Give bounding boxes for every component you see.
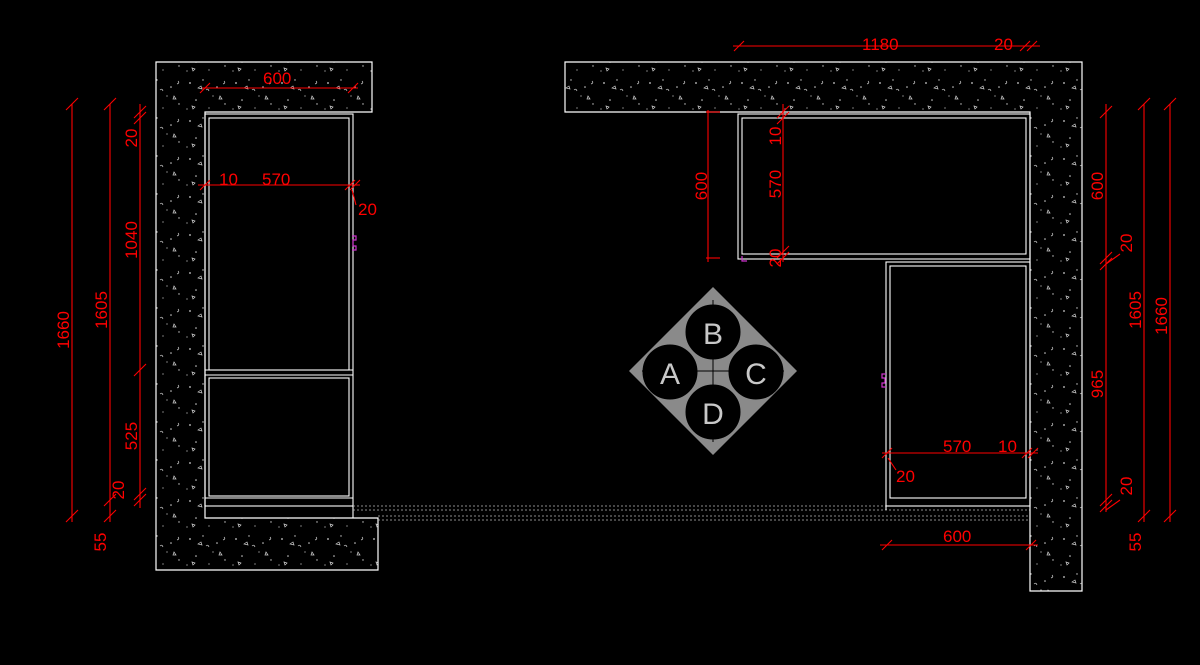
left-side-gap-label: 20 xyxy=(358,200,377,219)
left-upper-section-label: 1040 xyxy=(122,221,141,259)
right-upper-hinge-icon xyxy=(741,256,747,262)
left-cabinet xyxy=(204,113,354,518)
right-wall-cabinet xyxy=(737,113,1031,260)
right-bottom-width-label: 600 xyxy=(943,527,971,546)
right-dimension-lines xyxy=(706,40,1177,551)
left-hinge-icon xyxy=(352,235,357,251)
right-wall-concrete xyxy=(564,61,1083,592)
right-lower-section-label: 965 xyxy=(1088,370,1107,398)
compass-circle-c xyxy=(728,344,784,400)
compass-label-c: C xyxy=(745,358,767,391)
right-top-width-label: 1180 xyxy=(862,35,899,54)
left-top-width-label: 600 xyxy=(263,69,291,88)
left-total-height-label: 1660 xyxy=(54,311,73,349)
floor-line xyxy=(353,505,1032,521)
left-bottom-offset-label: 20 xyxy=(109,481,128,500)
left-dimension-lines xyxy=(65,82,361,523)
compass-circle-d xyxy=(685,384,741,440)
right-shelf-offset-label: 20 xyxy=(896,467,915,486)
right-base-label: 55 xyxy=(1126,533,1145,552)
right-wall-gap-label: 10 xyxy=(766,127,785,146)
compass-label-d: D xyxy=(702,398,724,431)
right-upper-outer-label: 600 xyxy=(1088,172,1107,200)
right-gap-mid-label: 20 xyxy=(1117,234,1136,253)
right-wall-bottom-label: 20 xyxy=(766,249,785,268)
left-inner-height-label: 1605 xyxy=(92,291,111,329)
right-shelf-width-label: 570 xyxy=(943,437,971,456)
compass-label-a: A xyxy=(660,358,680,391)
right-bottom-offset-label: 20 xyxy=(1117,477,1136,496)
orientation-compass: B A C D xyxy=(629,287,797,455)
left-shelf-gap-label: 10 xyxy=(219,170,238,189)
left-wall-concrete xyxy=(155,61,379,571)
left-base-label: 55 xyxy=(91,533,110,552)
right-inner-height-label: 1605 xyxy=(1126,291,1145,329)
left-dimension-labels: 600 10 570 20 1660 1605 20 1040 525 20 5… xyxy=(54,69,377,551)
compass-circle-a xyxy=(642,344,698,400)
right-dimension-labels: 1180 20 600 10 570 20 600 20 965 1605 16… xyxy=(692,35,1171,551)
compass-circle-b xyxy=(685,304,741,360)
right-wall-inner-label: 570 xyxy=(766,170,785,198)
left-top-offset-label: 20 xyxy=(122,129,141,148)
right-wall-cabinet-height-label: 600 xyxy=(692,172,711,200)
compass-label-b: B xyxy=(703,318,723,351)
left-shelf-width-label: 570 xyxy=(262,170,290,189)
right-total-height-label: 1660 xyxy=(1152,297,1171,335)
right-top-offset-label: 20 xyxy=(994,35,1013,54)
left-lower-section-label: 525 xyxy=(122,422,141,450)
right-hinge-icon xyxy=(881,373,886,388)
right-shelf-gap-label: 10 xyxy=(998,437,1017,456)
